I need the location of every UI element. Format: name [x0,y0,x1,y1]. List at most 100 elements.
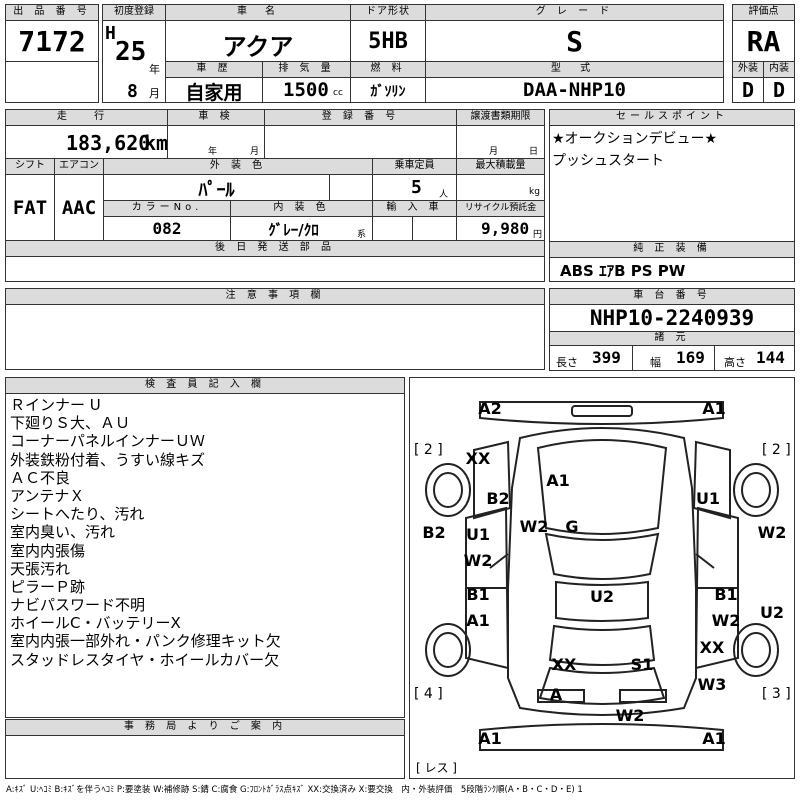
sales-point-cell: ★オークションデビュー★ プッシュスタート [549,125,795,242]
first-reg-month-unit: 月 [149,87,160,100]
front-grille [571,405,633,417]
inspector-note-line: コーナーパネルインナーＵＷ [10,432,205,451]
first-reg-year-unit: 年 [149,63,160,76]
ext-color-value: ﾊﾟｰﾙ [198,180,235,201]
score-label: 評価点 [732,4,795,21]
chassis-cell: NHP10-2240939 [549,304,795,332]
shift-value: FAT [12,197,48,219]
les-label: [ レス ] [416,761,457,775]
sales-point-line-1: ★オークションデビュー★ [552,131,718,147]
ext-color-label: 外 装 色 [103,158,373,175]
int-color-unit: 系 [357,230,367,240]
aircon-label: エアコン [54,158,104,175]
damage-mark: XX [466,449,491,468]
damage-mark: W2 [464,551,493,570]
fuel-cell: ｶﾞｿﾘﾝ [350,77,426,103]
damage-mark: W2 [520,517,549,536]
inspection-month-unit: 月 [250,147,260,157]
specs-width-label: 幅 [650,356,661,369]
color-no-label: カラーNo. [103,200,231,217]
front-right-rim [741,472,771,508]
lot-no-cell: 7172 [5,20,99,62]
grade-value: S [566,25,583,58]
inspection-cell: 年 月 [167,125,265,159]
damage-mark: B2 [486,489,509,508]
specs-height-value: 144 [756,348,785,367]
specs-label: 諸 元 [549,331,795,346]
first-reg-cell: H 25 年 8 月 [102,20,166,103]
mileage-label: 走 行 [5,109,168,126]
displacement-unit: cc [333,88,343,98]
first-reg-label: 初度登録 [102,4,166,21]
first-reg-era: H [105,23,116,44]
damage-mark: B2 [422,523,445,542]
body-outline [507,427,697,716]
corner-label: [ 4 ] [414,686,443,702]
equipment-label: 純 正 装 備 [549,241,795,258]
office-note-label: 事 務 局 よ り ご 案 内 [5,719,405,736]
exterior-cell: D [732,77,764,103]
door-value: 5HB [368,29,408,54]
inspector-note-line: 下廻りＳ大、ＡＵ [10,414,131,433]
inspector-note-line: ナビパスワード不明 [10,596,146,615]
import-cell [372,216,457,241]
damage-mark: A [550,685,563,704]
damage-mark: U1 [466,525,490,544]
capacity-cell: 5 人 [372,174,457,201]
rear-right-rim [741,632,771,668]
inspector-note-line: 天張汚れ [10,559,71,578]
lot-no-blank [5,61,99,103]
specs-width-value: 169 [676,348,705,367]
windshield-outline [544,532,660,580]
rear-left-wheel [425,623,471,677]
inspector-note-line: ホイールC・バッテリーX [10,614,181,633]
max-load-unit: kg [529,187,540,197]
grade-label: グ レ ー ド [425,4,724,21]
inspector-note-line: ピラーＰ跡 [10,577,86,596]
transfer-deadline-label: 譲渡書類期限 [456,109,545,126]
inspector-note-line: スタッドレスタイヤ・ホイールカバー欠 [10,650,280,669]
damage-mark: W2 [616,706,645,725]
inspector-note-line: 室内臭い、汚れ [10,523,116,542]
ext-color-extra [329,174,373,201]
damage-mark: XX [700,638,725,657]
specs-divider-1 [632,346,633,370]
int-color-value: ｸﾞﾚｰ/ｸﾛ [268,221,319,239]
transfer-day-unit: 日 [529,147,539,157]
model-code-value: DAA-NHP10 [523,79,626,101]
car-name-cell: アクア [165,20,351,62]
car-name-value: アクア [222,33,294,61]
specs-divider-2 [714,346,715,370]
max-load-cell: kg [456,174,545,201]
inspector-note-line: 室内内張一部外れ・パンク修理キット欠 [10,632,281,651]
damage-mark: A1 [702,729,726,748]
mileage-unit: km [144,131,169,155]
interior-label: 内装 [763,61,795,78]
recycle-unit: 円 [533,230,543,240]
capacity-label: 乗車定員 [372,158,457,175]
rear-plate-2 [619,689,667,703]
score-cell: RA [732,20,795,62]
mileage-cell: 183,620 km [5,125,168,159]
history-value: 自家用 [185,82,243,104]
damage-mark: XX [552,655,577,674]
shift-label: シフト [5,158,55,175]
fuel-value: ｶﾞｿﾘﾝ [370,84,406,100]
inspection-label: 車 検 [167,109,265,126]
damage-mark: A1 [546,471,570,490]
roof-outline [555,580,649,622]
office-note-cell [5,735,405,779]
transfer-deadline-cell: 月 日 [456,125,545,159]
first-reg-year: 25 [115,37,147,67]
corner-label: [ 3 ] [762,686,791,702]
import-divider [412,217,413,240]
inspector-note-line: アンテナＸ [10,486,85,505]
displacement-cell: 1500 cc [262,77,351,103]
damage-mark: W2 [758,523,787,542]
int-color-label: 内 装 色 [230,200,373,217]
rear-plate [537,689,585,703]
specs-cell: 長さ 399 幅 169 高さ 144 [549,345,795,371]
damage-mark: G [565,517,578,536]
